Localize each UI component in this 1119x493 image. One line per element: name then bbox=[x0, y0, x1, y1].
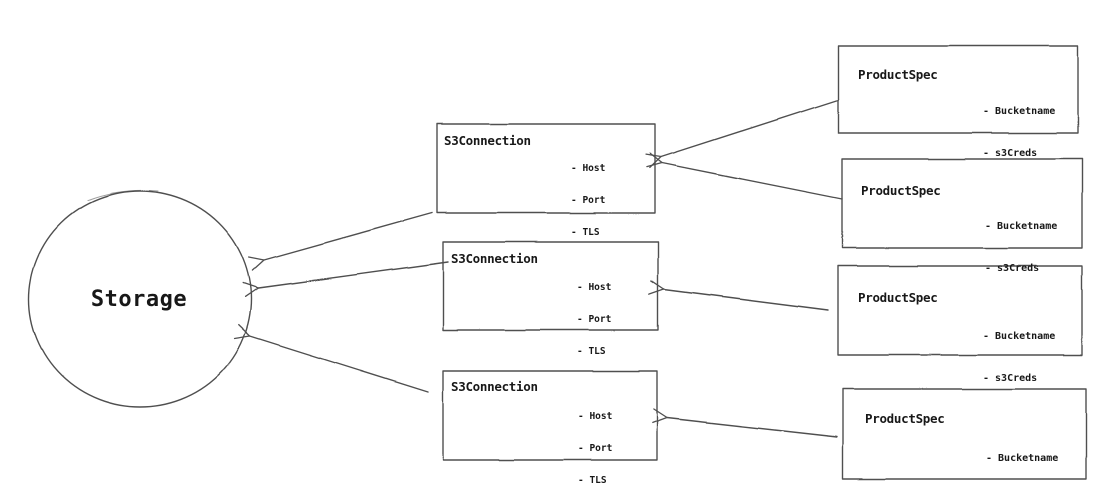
productspec-box-2 bbox=[841, 158, 1083, 249]
attribute-line: - s3Creds bbox=[985, 263, 1040, 274]
s3connection-1-attributes: - Host - Port - TLS bbox=[571, 142, 605, 261]
storage-node-label: Storage bbox=[90, 287, 188, 312]
attribute-line: - Bucketname bbox=[986, 453, 1059, 464]
productspec-2-title: ProductSpec bbox=[861, 183, 941, 198]
attribute-line: - Host bbox=[577, 281, 612, 293]
attribute-line: - Port bbox=[577, 313, 612, 325]
s3connection-1-title: S3Connection bbox=[444, 133, 531, 148]
attribute-line: - Port bbox=[578, 442, 613, 454]
edge-productspec4-to-s3connection3 bbox=[651, 408, 838, 438]
s3connection-3-title: S3Connection bbox=[451, 379, 538, 394]
productspec-3-title: ProductSpec bbox=[858, 290, 938, 305]
edge-productspec2-to-s3connection1 bbox=[646, 152, 843, 200]
attribute-line: - TLS bbox=[571, 227, 600, 239]
edge-productspec3-to-s3connection2 bbox=[648, 279, 829, 311]
productspec-2-attributes: - Bucketname - s3Creds bbox=[985, 192, 1057, 304]
edge-s3connection2-to-storage bbox=[242, 261, 449, 298]
attribute-line: - Bucketname bbox=[985, 221, 1058, 232]
productspec-box-4 bbox=[842, 388, 1087, 480]
attribute-line: - s3Creds bbox=[983, 373, 1038, 384]
attribute-line: - TLS bbox=[577, 346, 606, 358]
attribute-line: - s3Creds bbox=[983, 148, 1038, 159]
storage-circle bbox=[28, 190, 252, 408]
productspec-box-1 bbox=[837, 45, 1079, 134]
edge-productspec1-to-s3connection1 bbox=[644, 99, 839, 169]
s3connection-2-title: S3Connection bbox=[451, 251, 538, 266]
productspec-1-attributes: - Bucketname - s3Creds bbox=[983, 77, 1055, 189]
s3connection-2-attributes: - Host - Port - TLS bbox=[577, 261, 611, 380]
productspec-1-title: ProductSpec bbox=[858, 67, 938, 82]
productspec-4-title: ProductSpec bbox=[865, 411, 945, 426]
edge-s3connection3-to-storage bbox=[233, 324, 429, 393]
attribute-line: - Bucketname bbox=[983, 331, 1056, 342]
productspec-box-3 bbox=[837, 265, 1083, 356]
attribute-line: - Port bbox=[571, 194, 606, 206]
productspec-4-attributes: - Bucketname - s3Creds bbox=[986, 424, 1058, 493]
attribute-line: - Bucketname bbox=[983, 106, 1056, 117]
attribute-line: - Host bbox=[578, 410, 613, 422]
attribute-line: - TLS bbox=[578, 475, 607, 487]
storage-circle-sketch-overlap bbox=[87, 189, 159, 201]
edge-s3connection1-to-storage bbox=[247, 212, 433, 272]
productspec-3-attributes: - Bucketname - s3Creds bbox=[983, 302, 1055, 414]
attribute-line: - Host bbox=[571, 162, 606, 174]
s3connection-3-attributes: - Host - Port - TLS bbox=[578, 390, 612, 493]
